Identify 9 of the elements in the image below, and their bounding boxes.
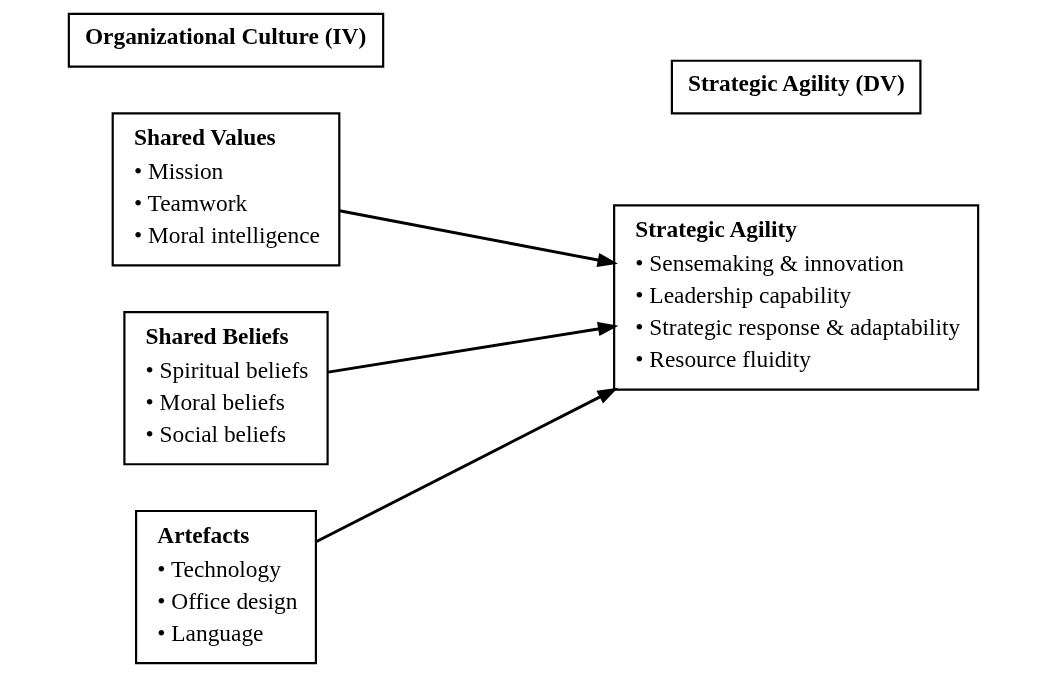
arrow	[339, 209, 618, 268]
node-box: Shared Beliefs • Spiritual beliefs • Moral beliefs • Social beliefs	[123, 311, 329, 466]
node-box: Strategic Agility (DV)	[670, 59, 922, 115]
node-box: Artefacts • Technology • Office design • Language	[135, 509, 317, 665]
arrow	[328, 321, 619, 374]
node-box: Strategic Agility • Sensemaking & innovation • Leadership capability • Strategic response & adaptability • Resource fluidity	[613, 204, 980, 391]
node-box: Organizational Culture (IV)	[67, 12, 385, 68]
arrow	[315, 387, 618, 544]
node-box: Shared Values • Mission • Teamwork • Moral intelligence	[111, 112, 341, 267]
